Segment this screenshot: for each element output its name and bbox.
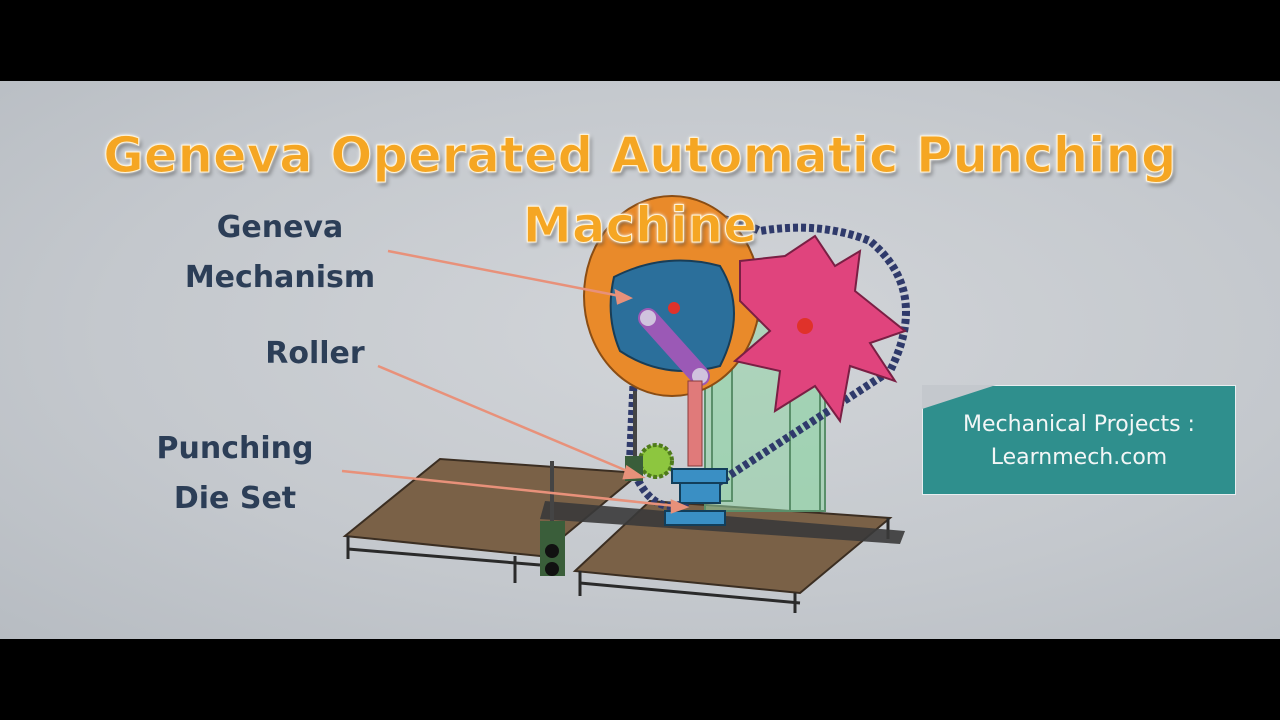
sprocket <box>638 443 674 479</box>
letterbox-top <box>0 0 1280 81</box>
crank-arm <box>638 308 710 467</box>
annotation-arrows <box>341 249 690 514</box>
label-roller: Roller <box>240 329 390 379</box>
rollers <box>540 456 643 576</box>
page-title: Geneva Operated Automatic Punching Machi… <box>40 121 1240 261</box>
die-set <box>664 468 728 526</box>
label-punching-line-2: Die Set <box>173 481 297 516</box>
label-geneva-line-1: Geneva <box>216 210 344 245</box>
label-punching-die-set: Punching Die Set <box>130 424 340 524</box>
label-geneva-line-2: Mechanism <box>184 260 376 295</box>
label-roller-text: Roller <box>265 336 365 371</box>
letterbox-bottom <box>0 639 1280 720</box>
machine-illustration <box>341 195 910 613</box>
callout-line-2: Learnmech.com <box>990 445 1168 470</box>
label-punching-line-1: Punching <box>156 431 314 466</box>
callout-fold-corner <box>922 385 996 409</box>
driver-face <box>609 259 735 372</box>
label-geneva-mechanism: Geneva Mechanism <box>150 203 410 303</box>
callout-line-1: Mechanical Projects : <box>963 412 1195 437</box>
title-line-2: Machine <box>522 197 758 255</box>
title-line-1: Geneva Operated Automatic Punching <box>103 127 1177 185</box>
slide-canvas: Geneva Operated Automatic Punching Machi… <box>0 81 1280 639</box>
geneva-wheel <box>732 234 908 424</box>
